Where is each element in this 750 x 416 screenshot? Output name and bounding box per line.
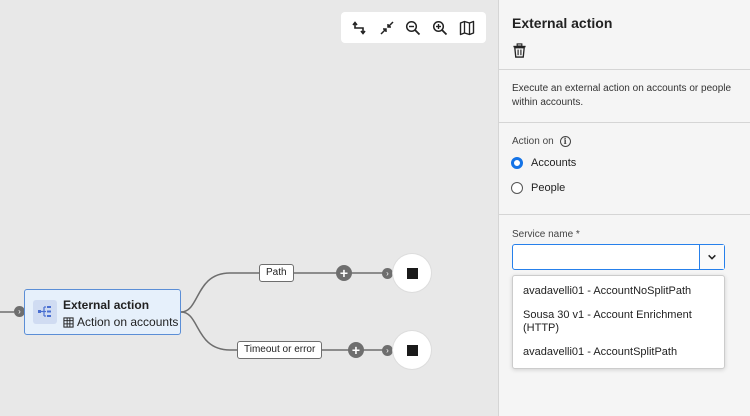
timeout-arrow-icon: › [382,345,393,356]
dropdown-option[interactable]: avadavelli01 - AccountNoSplitPath [523,285,692,297]
radio-button-checked[interactable] [511,157,523,169]
add-activity-button-path[interactable]: + [336,265,352,281]
divider [499,69,750,70]
undo-arrow-icon [352,20,366,35]
stop-icon [406,267,418,279]
external-action-node[interactable]: External action Action on accounts [24,289,181,335]
zoom-out-icon [406,20,421,35]
building-icon [63,316,74,328]
radio-label: Accounts [531,157,577,169]
panel-description: Execute an external action on accounts o… [512,83,732,108]
required-mark: * [575,229,580,240]
path-connector [180,272,259,313]
service-name-combobox[interactable] [512,244,725,270]
end-node-path[interactable] [393,254,431,292]
journey-canvas[interactable]: › External action [0,0,498,416]
properties-panel: External action Execute an external acti… [498,0,750,416]
external-action-icon [33,300,57,324]
service-name-input[interactable] [513,245,699,269]
undo-button[interactable] [349,17,371,39]
add-activity-button-timeout[interactable]: + [348,342,364,358]
node-subtitle: Action on accounts [77,315,179,329]
zoom-out-button[interactable] [402,17,424,39]
minimap-button[interactable] [456,17,478,39]
path-arrow-icon: › [382,268,393,279]
delete-button[interactable] [512,43,528,59]
fit-button[interactable] [376,17,398,39]
divider [499,214,750,215]
path-label[interactable]: Path [259,264,294,282]
node-title: External action [63,298,150,312]
chevron-down-icon [708,254,716,260]
timeout-label[interactable]: Timeout or error [237,341,323,359]
panel-title: External action [512,15,613,31]
service-dropdown-menu: avadavelli01 - AccountNoSplitPath Sousa … [512,275,725,369]
radio-button[interactable] [511,182,523,194]
canvas-toolbar [341,12,486,43]
stop-icon [406,344,418,356]
dropdown-option[interactable]: Sousa 30 v1 - Account Enrichment (HTTP) [523,309,692,334]
service-name-label: Service name [512,229,574,240]
map-icon [459,20,474,35]
zoom-in-icon [433,20,448,35]
dropdown-option[interactable]: avadavelli01 - AccountSplitPath [523,346,678,358]
dropdown-toggle-button[interactable] [699,245,724,269]
trash-icon [513,43,526,58]
timeout-connector [180,311,237,351]
incoming-arrow-icon: › [14,306,25,317]
info-icon[interactable]: i [559,136,571,147]
fit-collapse-icon [380,20,394,35]
zoom-in-button[interactable] [429,17,451,39]
end-node-timeout[interactable] [393,331,431,369]
action-on-label: Action on [512,136,554,147]
divider [499,122,750,123]
radio-label: People [531,182,566,194]
radio-people[interactable]: People [511,182,565,194]
radio-accounts[interactable]: Accounts [511,157,576,169]
